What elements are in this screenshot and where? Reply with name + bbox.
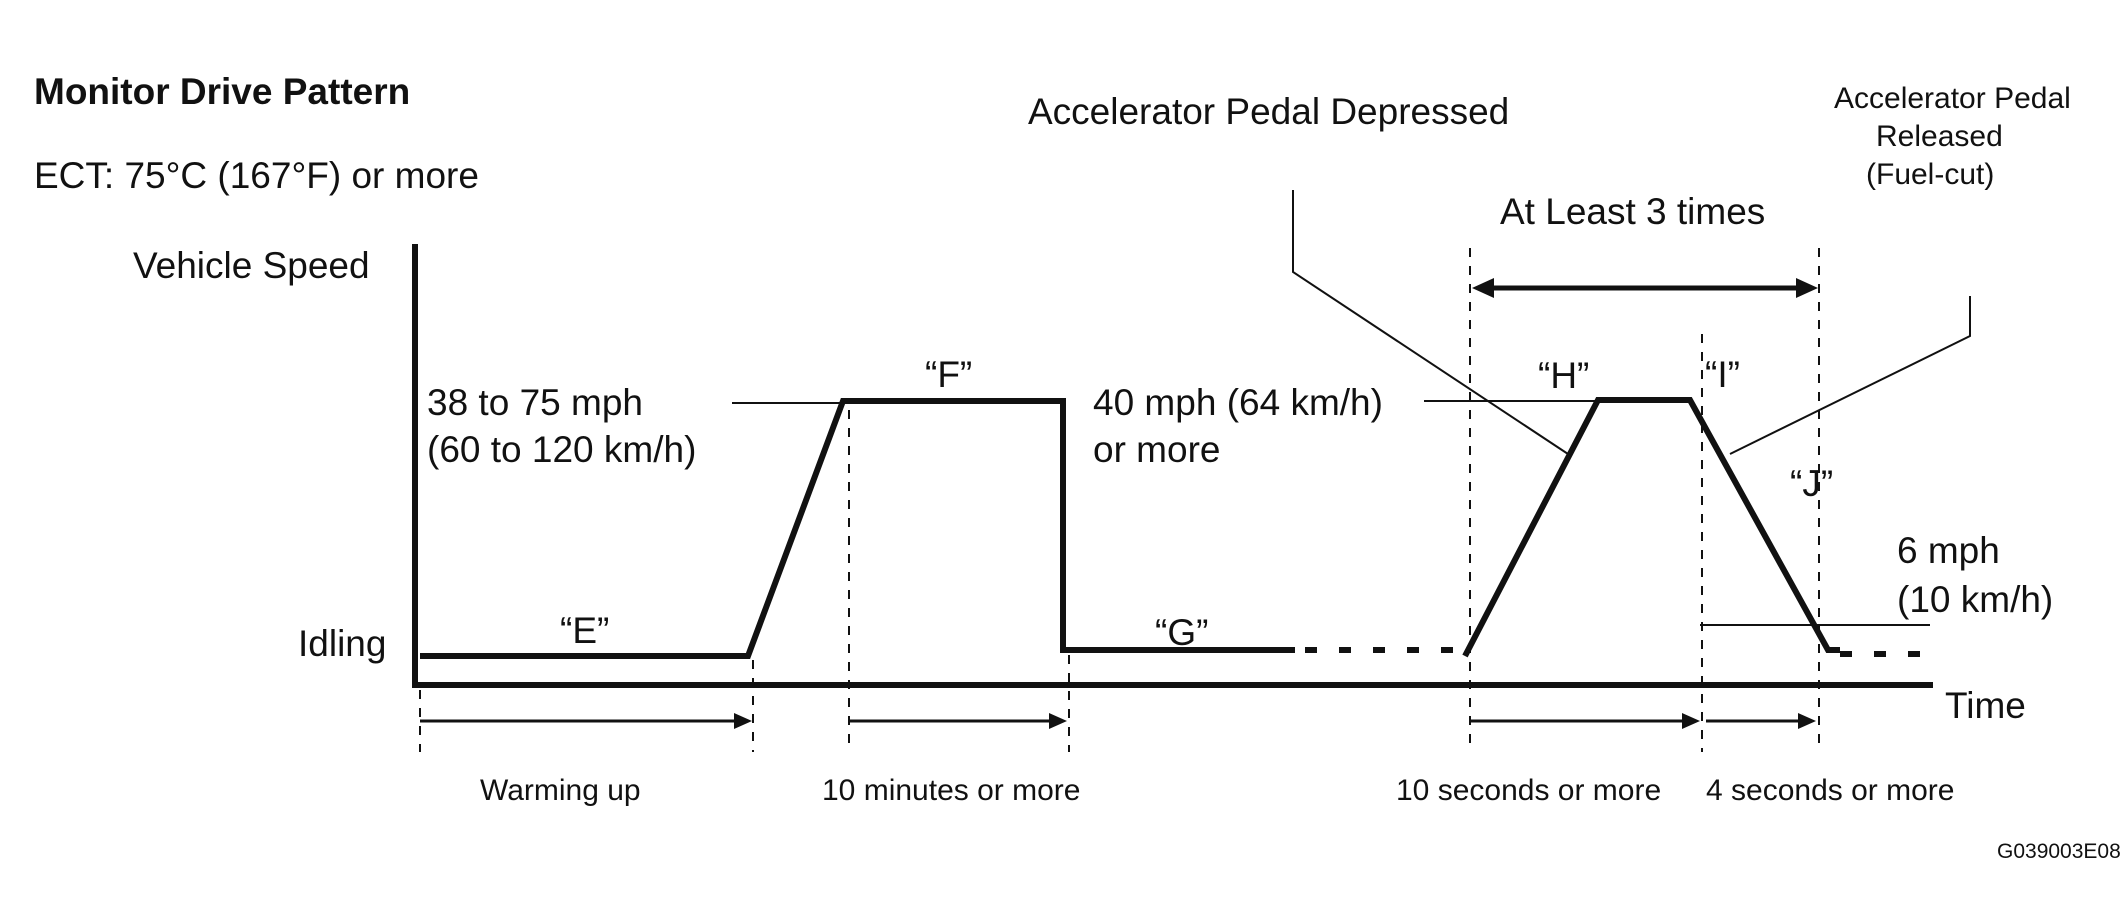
h-duration-label: 10 seconds or more: [1396, 774, 1661, 807]
speed-profile-h-i-j: [1462, 397, 1840, 658]
j-speed-label-line2: (10 km/h): [1897, 579, 2053, 620]
pedal-released-label-line1: Accelerator Pedal: [1834, 82, 2071, 115]
pedal-released-label-line2: Released: [1876, 120, 2003, 153]
pedal-depressed-leader: [1292, 190, 1569, 455]
h-speed-label-line2: or more: [1093, 429, 1220, 470]
warming-up-label: Warming up: [480, 774, 641, 807]
segment-i-label: “I”: [1705, 354, 1740, 395]
segment-g-label: “G”: [1155, 612, 1208, 653]
segment-j-label: “J”: [1790, 463, 1833, 504]
f-duration-arrowhead: [1049, 713, 1067, 729]
repeat-label: At Least 3 times: [1500, 191, 1765, 232]
segment-e-label: “E”: [560, 610, 609, 651]
f-speed-label-line1: 38 to 75 mph: [427, 382, 643, 423]
h-duration-arrowhead: [1682, 713, 1700, 729]
segment-h-label: “H”: [1538, 355, 1589, 396]
speed-profile-e-f-g: [420, 398, 1295, 659]
f-speed-label-line2: (60 to 120 km/h): [427, 429, 696, 470]
i-duration-label: 4 seconds or more: [1706, 774, 1954, 807]
y-axis-label: Vehicle Speed: [133, 245, 370, 286]
idling-label: Idling: [298, 623, 386, 664]
warming-up-arrowhead: [734, 713, 752, 729]
j-speed-label-line1: 6 mph: [1897, 530, 2000, 571]
ect-condition: ECT: 75°C (167°F) or more: [34, 155, 479, 196]
diagram-title: Monitor Drive Pattern: [34, 71, 410, 112]
segment-f-label: “F”: [925, 354, 972, 395]
f-duration-label: 10 minutes or more: [822, 774, 1080, 807]
repeat-arrowhead-right: [1796, 278, 1818, 298]
x-axis-label: Time: [1945, 685, 2026, 726]
repeat-arrowhead-left: [1472, 278, 1494, 298]
pedal-released-label-line3: (Fuel-cut): [1866, 158, 1994, 191]
pedal-released-leader: [1729, 296, 1971, 455]
pedal-depressed-label: Accelerator Pedal Depressed: [1028, 91, 1509, 132]
i-duration-arrowhead: [1798, 713, 1816, 729]
h-speed-label-line1: 40 mph (64 km/h): [1093, 382, 1383, 423]
figure-code: G039003E08: [1997, 840, 2121, 863]
